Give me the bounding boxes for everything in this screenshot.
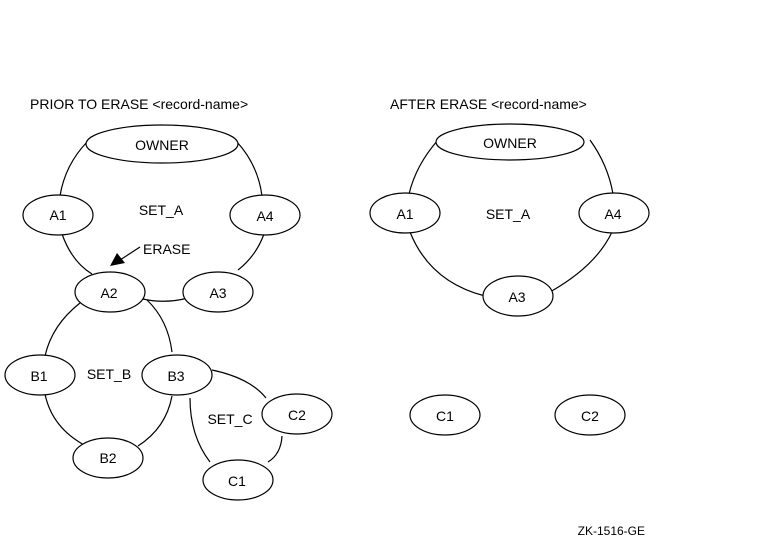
owner-node (85, 124, 239, 164)
set-a-arc-a2-a3 (142, 297, 189, 302)
after-owner-label: OWNER (483, 135, 537, 151)
set-b-arc-a2-b1 (44, 302, 81, 357)
after-set-a-label: SET_A (486, 206, 531, 222)
after-set-a-arc-a4-a3 (549, 231, 613, 293)
node-a1 (22, 194, 94, 236)
erase-arrow-line (119, 246, 141, 261)
after-a4-label: A4 (604, 206, 621, 222)
b3-label: B3 (167, 368, 184, 384)
set-b-arc-a2-b3 (146, 299, 173, 353)
a4-label: A4 (256, 208, 273, 224)
set-a-arc-a1-a2 (61, 233, 93, 275)
node-b2 (72, 437, 144, 479)
erase-label: ERASE (143, 241, 190, 257)
b1-label: B1 (30, 368, 47, 384)
after-set-a-arc-owner-a4 (589, 139, 614, 195)
after-c1-label: C1 (436, 408, 454, 424)
node-b1 (4, 354, 76, 396)
after-set-a-arc-owner-a1 (408, 139, 439, 195)
left-panel-title: PRIOR TO ERASE <record-name> (30, 96, 248, 112)
set-a-arc-owner-a4 (236, 141, 263, 197)
right-panel-title: AFTER ERASE <record-name> (390, 96, 587, 112)
after-erase-panel: AFTER ERASE <record-name> OWNER SET_A A1… (369, 96, 650, 436)
after-c2-label: C2 (581, 408, 599, 424)
set-b-arc-b1-b2 (44, 393, 87, 447)
a2-label: A2 (100, 285, 117, 301)
set-c-arc-b3-c2 (211, 369, 267, 399)
prior-to-erase-panel: PRIOR TO ERASE <record-name> OWNER SET_A… (4, 96, 333, 501)
after-node-a4 (578, 192, 650, 234)
set-a-arc-owner-a1 (59, 141, 88, 197)
node-a3 (182, 271, 254, 313)
after-a3-label: A3 (508, 289, 525, 305)
after-set-a-arc-a1-a3 (409, 231, 486, 297)
set-a-arc-a4-a3 (237, 233, 265, 271)
owner-label: OWNER (135, 137, 189, 153)
set-c-arc-b3-c1 (189, 397, 211, 463)
node-b3 (141, 354, 213, 396)
after-a1-label: A1 (396, 206, 413, 222)
c2-label: C2 (288, 407, 306, 423)
after-node-c2 (554, 394, 626, 436)
after-node-a1 (369, 192, 441, 234)
after-owner-node (435, 123, 585, 161)
set-c-arc-c2-c1 (267, 435, 283, 463)
after-node-c1 (409, 394, 481, 436)
b2-label: B2 (99, 450, 116, 466)
node-c2 (261, 393, 333, 435)
set-b-label: SET_B (87, 366, 131, 382)
node-a4 (229, 194, 301, 236)
set-c-label: SET_C (207, 411, 252, 427)
a1-label: A1 (49, 207, 66, 223)
after-node-a3 (482, 275, 554, 317)
c1-label: C1 (228, 473, 246, 489)
node-a2 (74, 271, 146, 313)
node-c1 (202, 459, 274, 501)
set-b-arc-b3-b2 (137, 395, 173, 447)
a3-label: A3 (209, 285, 226, 301)
erase-arrowhead-icon (110, 253, 125, 266)
figure-id: ZK-1516-GE (578, 524, 645, 538)
set-a-label: SET_A (139, 202, 184, 218)
